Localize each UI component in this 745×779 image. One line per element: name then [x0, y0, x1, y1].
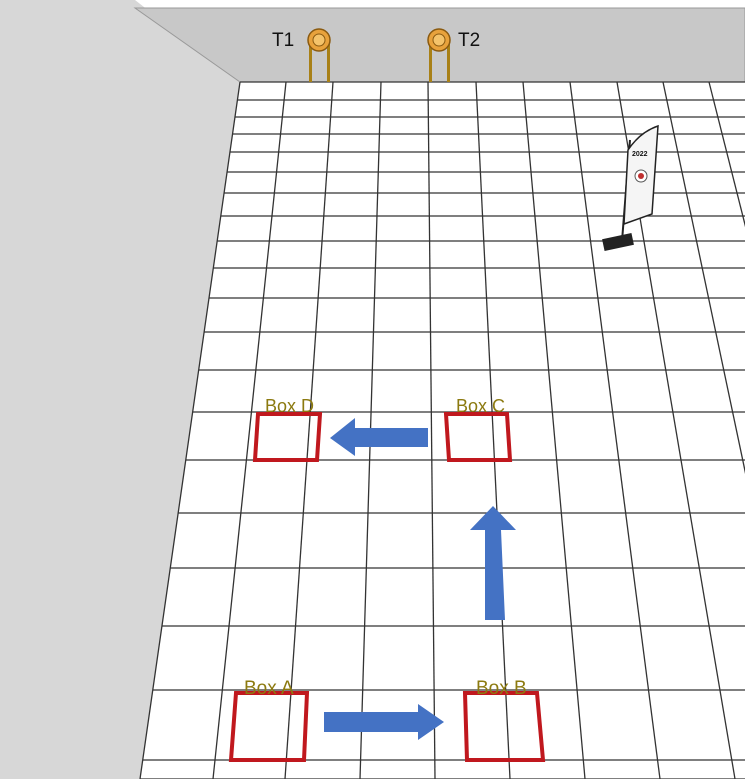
banner-year: 2022: [632, 151, 648, 158]
box-a-label: Box A: [244, 678, 294, 699]
box-c-label: Box C: [456, 396, 505, 416]
box-b-label: Box B: [476, 678, 527, 699]
target-label-t2: T2: [458, 30, 480, 51]
target-label-t1: T1: [272, 30, 294, 51]
box-d-label: Box D: [265, 396, 314, 416]
